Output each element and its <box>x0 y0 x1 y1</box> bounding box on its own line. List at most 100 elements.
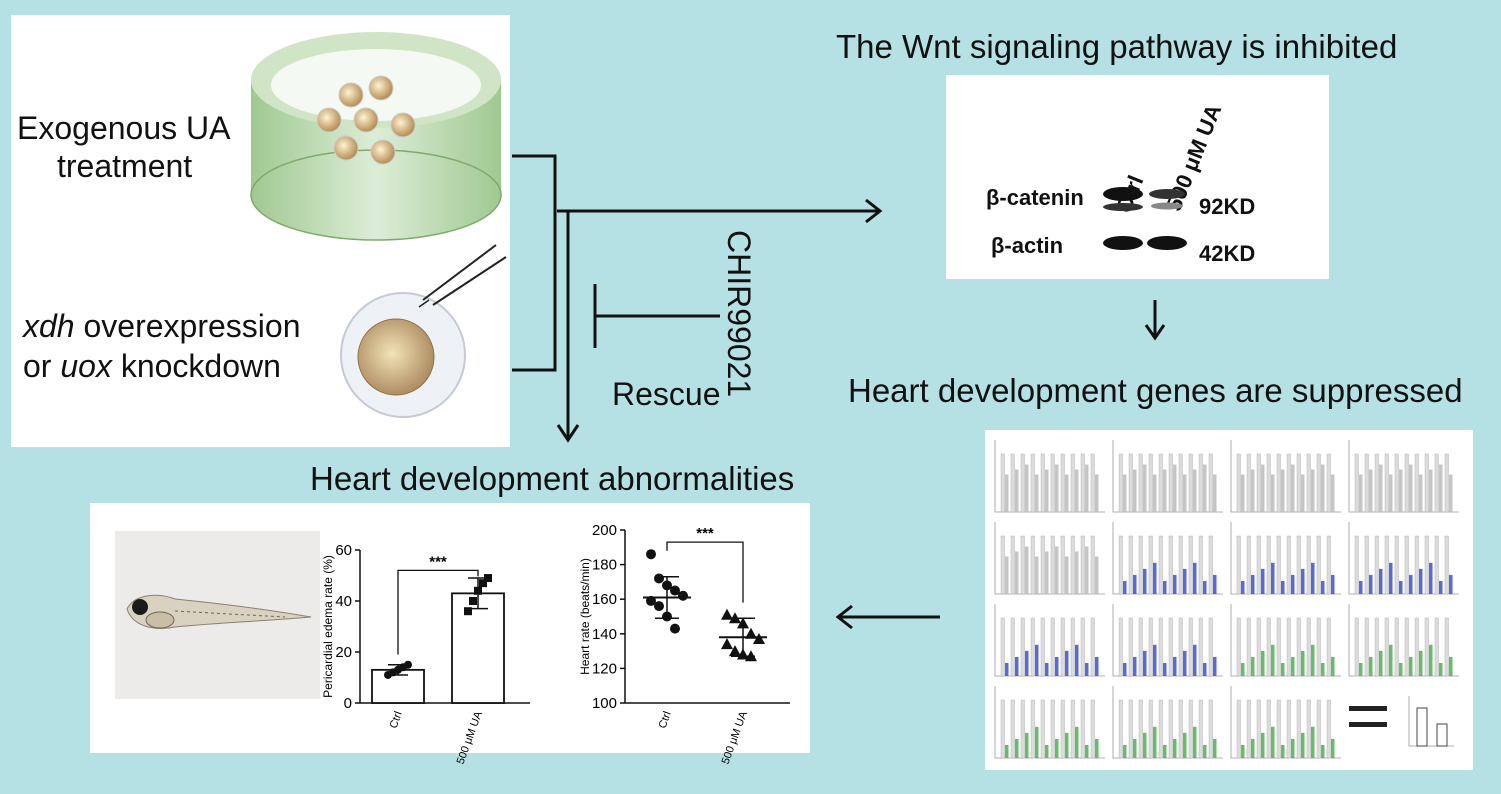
thumb-bar <box>1163 745 1167 758</box>
thumb-bar <box>1256 453 1261 513</box>
thumb-bar <box>1241 581 1245 594</box>
thumb-bar <box>1005 474 1009 512</box>
thumb-bar <box>1374 535 1379 595</box>
thumb-bar <box>1286 699 1291 759</box>
thumb-bar <box>1251 574 1255 594</box>
thumb-bar <box>1276 699 1281 759</box>
thumb-bar <box>1404 535 1409 595</box>
thumb-bar <box>1364 453 1369 513</box>
thumb-bar <box>1045 469 1049 512</box>
thumb-bar <box>1143 732 1147 758</box>
thumb-bar <box>1213 656 1217 676</box>
thumb-bar <box>1005 663 1009 676</box>
significance-bracket <box>666 541 744 603</box>
genes-title: Heart development genes are suppressed <box>848 372 1463 409</box>
thumb-bar <box>1208 453 1213 513</box>
thumb-bar <box>1208 617 1213 677</box>
thumb-bar <box>1399 469 1403 512</box>
thumb-bar <box>1080 617 1085 677</box>
thumb-bar <box>1005 745 1009 758</box>
thumb-bar <box>1133 469 1137 512</box>
thumb-bar <box>1045 745 1049 758</box>
thumb-bar <box>1326 699 1331 759</box>
thumb-bar <box>1158 617 1163 677</box>
thumb-bar <box>1306 699 1311 759</box>
thumb-bar <box>1010 453 1015 513</box>
thumb-bar <box>1143 568 1147 594</box>
thumb-bar <box>1095 656 1099 676</box>
thumb-bar <box>1291 574 1295 594</box>
thumb-bar <box>1020 535 1025 595</box>
thumb-bar <box>1213 574 1217 594</box>
thumb-bar <box>1060 453 1065 513</box>
thumb-bar <box>1148 617 1153 677</box>
thumb-bar <box>1070 535 1075 595</box>
thumb-bar <box>1439 581 1443 594</box>
thumb-bar <box>1090 617 1095 677</box>
thumb-bar <box>1000 617 1005 677</box>
thumb-bar <box>1434 617 1439 677</box>
thumb-bar <box>1198 699 1203 759</box>
y-tick-label: 200 <box>592 522 617 539</box>
thumb-bar <box>1080 453 1085 513</box>
x-tick-label: Ctrl <box>388 710 405 730</box>
thumb-bar <box>1261 464 1265 512</box>
thumb-bar <box>1025 732 1029 758</box>
thumb-bar <box>1236 699 1241 759</box>
thumb-bar <box>1148 453 1153 513</box>
treatment-label-2: treatment <box>57 148 193 184</box>
thumb-bar <box>1416 707 1428 747</box>
thumb-bar <box>1128 535 1133 595</box>
thumb-bar <box>1331 474 1335 512</box>
thumb-bar <box>1050 617 1055 677</box>
thumb-bar <box>1030 453 1035 513</box>
thumb-bar <box>1123 474 1127 512</box>
thumb-bar <box>1444 453 1449 513</box>
thumb-bar <box>1379 464 1383 512</box>
thumb-bar <box>1291 656 1295 676</box>
thumb-bar <box>1246 453 1251 513</box>
thumb-bar <box>1050 453 1055 513</box>
thumb-bar <box>1236 453 1241 513</box>
thumb-bar <box>1168 535 1173 595</box>
thumb-bar <box>1331 574 1335 594</box>
thumb-bar <box>1316 453 1321 513</box>
thumb-bar <box>1414 535 1419 595</box>
thumb-bar <box>1085 745 1089 758</box>
data-point <box>654 573 664 584</box>
thumb-bar <box>1434 535 1439 595</box>
thumb-bar <box>1399 663 1403 676</box>
significance-label: *** <box>696 525 714 542</box>
thumb-bar <box>1266 535 1271 595</box>
thumb-bar <box>1075 469 1079 512</box>
thumb-bar <box>1193 726 1197 758</box>
thumb-bar <box>1188 453 1193 513</box>
thumb-bar <box>1060 535 1065 595</box>
thumb-bar <box>1424 617 1429 677</box>
thumb-bar <box>1261 568 1265 594</box>
thumb-bar <box>1291 464 1295 512</box>
thumb-bar <box>1434 453 1439 513</box>
thumb-bar <box>1326 535 1331 595</box>
thumb-bar <box>1133 574 1137 594</box>
thumb-bar <box>1020 453 1025 513</box>
thumb-bar <box>1409 574 1413 594</box>
thumb-bar <box>1123 581 1127 594</box>
y-tick-label: 0 <box>344 695 352 712</box>
thumb-bar <box>1414 617 1419 677</box>
thumb-bar <box>1321 581 1325 594</box>
data-point <box>670 623 680 634</box>
thumb-bar <box>1188 535 1193 595</box>
thumb-bar <box>1321 464 1325 512</box>
thumb-bar <box>1158 535 1163 595</box>
thumb-bar <box>1020 617 1025 677</box>
thumb-bar <box>1389 562 1393 594</box>
thumb-bar <box>1241 663 1245 676</box>
thumb-bar <box>1188 699 1193 759</box>
thumb-bar <box>1128 453 1133 513</box>
thumb-bar <box>1055 656 1059 676</box>
thumb-bar <box>1005 556 1009 594</box>
thumb-bar <box>1045 663 1049 676</box>
